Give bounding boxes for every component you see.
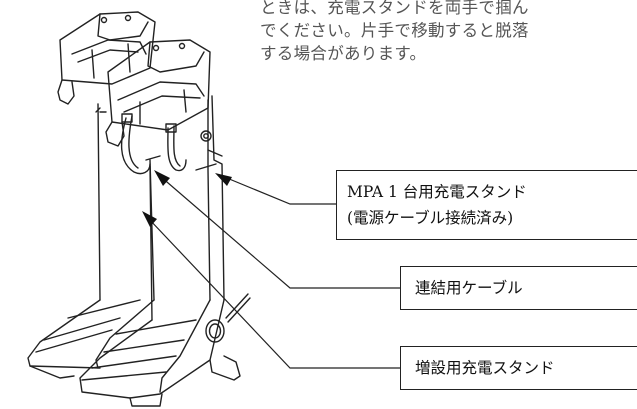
arrowhead-extension-stand (142, 211, 157, 227)
back-cradle-head (59, 11, 156, 85)
back-base-shelf (27, 299, 101, 379)
callout-cable-label: 連結用ケーブル (415, 279, 523, 297)
note-line-1: ときは、充電スタンドを両手で掴ん (260, 0, 529, 17)
callout-charging-stand: MPA 1 台用充電スタンド (電源ケーブル接続済み) (336, 170, 637, 240)
back-column-left-edge (97, 103, 101, 301)
callout-cable: 連結用ケーブル (400, 266, 637, 310)
callout-charging-stand-line2: (電源ケーブル接続済み) (347, 209, 514, 227)
front-cradle-head (107, 39, 211, 131)
front-column-right-edge (207, 99, 211, 301)
front-base-shelf (79, 319, 153, 399)
note-line-3: する場合があります。 (260, 44, 427, 63)
note-line-2: でください。片手で移動すると脱落 (260, 21, 529, 40)
callout-charging-stand-line1: MPA 1 台用充電スタンド (347, 183, 527, 201)
arrowhead-cable (154, 170, 170, 186)
callout-extension-stand: 増設用充電スタンド (400, 346, 637, 390)
arrowhead-charging-stand (215, 173, 232, 186)
callout-extension-stand-label: 増設用充電スタンド (415, 359, 555, 377)
front-column-left-edge (149, 165, 153, 321)
